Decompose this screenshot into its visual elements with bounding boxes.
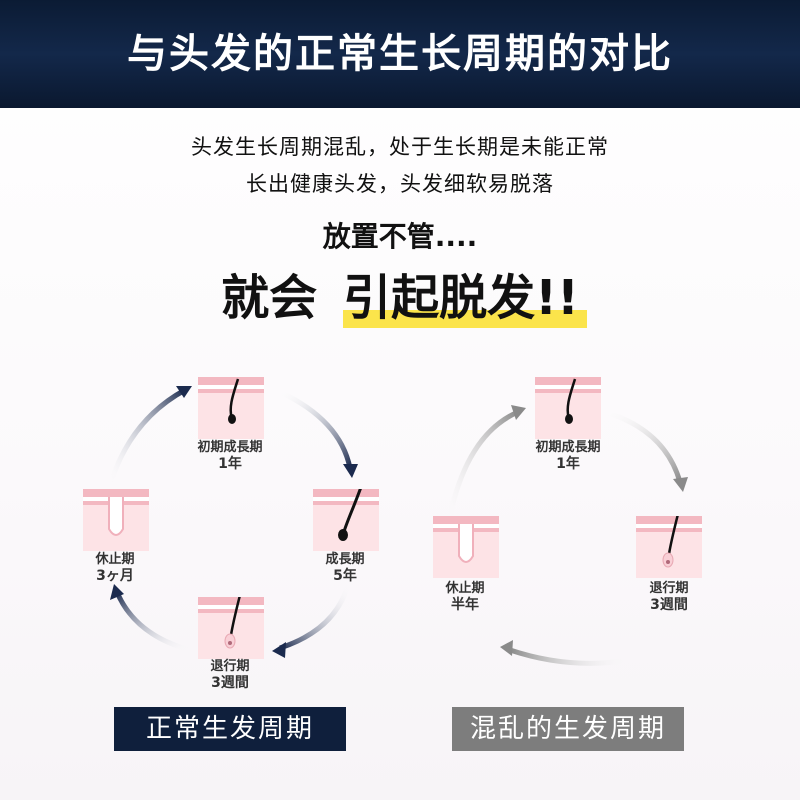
intro-line-2: 长出健康头发，头发细软易脱落 [246,172,554,196]
warning-text: 放置不管.... [322,220,478,253]
stage-duration: 3週間 [211,675,249,691]
arrow-early-to-growth [278,389,353,469]
stage-name: 初期成長期 [535,440,601,455]
arrow-growth-to-regression [279,584,351,651]
headline-part-2: 引起脱发!! [343,270,579,326]
disordered-stage-rest: 休止期 半年 [410,581,520,613]
resting-follicle-icon [83,489,149,551]
arrow-regression-to-rest [114,591,191,653]
disordered-cycle-caption: 混乱的生发周期 [452,707,684,751]
arrow-regression-to-rest [509,647,631,666]
stage-name: 成長期 [325,552,365,567]
stage-name: 退行期 [649,581,689,596]
stage-duration: 3ヶ月 [96,568,134,584]
early-growth-hair-icon [535,377,601,439]
stage-name: 退行期 [210,659,250,674]
header-banner: 与头发的正常生长周期的对比 [0,0,800,108]
normal-cycle-arrows [107,386,358,658]
normal-stage-rest: 休止期 3ヶ月 [60,552,170,584]
normal-stage-early: 初期成長期 1年 [175,440,285,472]
headline-part-1: 就会 [221,270,318,326]
early-growth-hair-icon [198,377,264,439]
arrow-rest-to-early [445,409,520,526]
headline: 就会引起脱发!! [0,258,800,328]
growth-hair-icon [313,489,379,551]
regression-hair-icon [636,516,702,578]
arrow-rest-to-early [107,387,187,486]
stage-duration: 1年 [556,456,580,472]
stage-duration: 1年 [218,456,242,472]
disordered-stage-regression: 退行期 3週間 [614,581,724,613]
page-title: 与头发的正常生长周期的对比 [127,31,673,77]
stage-name: 初期成長期 [197,440,263,455]
stage-duration: 5年 [333,568,357,584]
stage-name: 休止期 [445,581,485,596]
regression-hair-icon [198,597,264,659]
normal-stage-growth: 成長期 5年 [290,552,400,584]
stage-duration: 半年 [451,597,479,613]
normal-cycle-caption: 正常生发周期 [114,707,346,751]
arrow-early-to-regression [604,409,683,483]
resting-follicle-icon [433,516,499,578]
disordered-cycle-arrows [445,405,688,666]
stage-duration: 3週間 [650,597,688,613]
stage-name: 休止期 [95,552,135,567]
disordered-stage-early: 初期成長期 1年 [513,440,623,472]
headline-highlight: 引起脱发!! [343,258,587,328]
normal-stage-regression: 退行期 3週間 [175,659,285,691]
intro-line-1: 头发生长周期混乱，处于生长期是未能正常 [191,135,609,159]
